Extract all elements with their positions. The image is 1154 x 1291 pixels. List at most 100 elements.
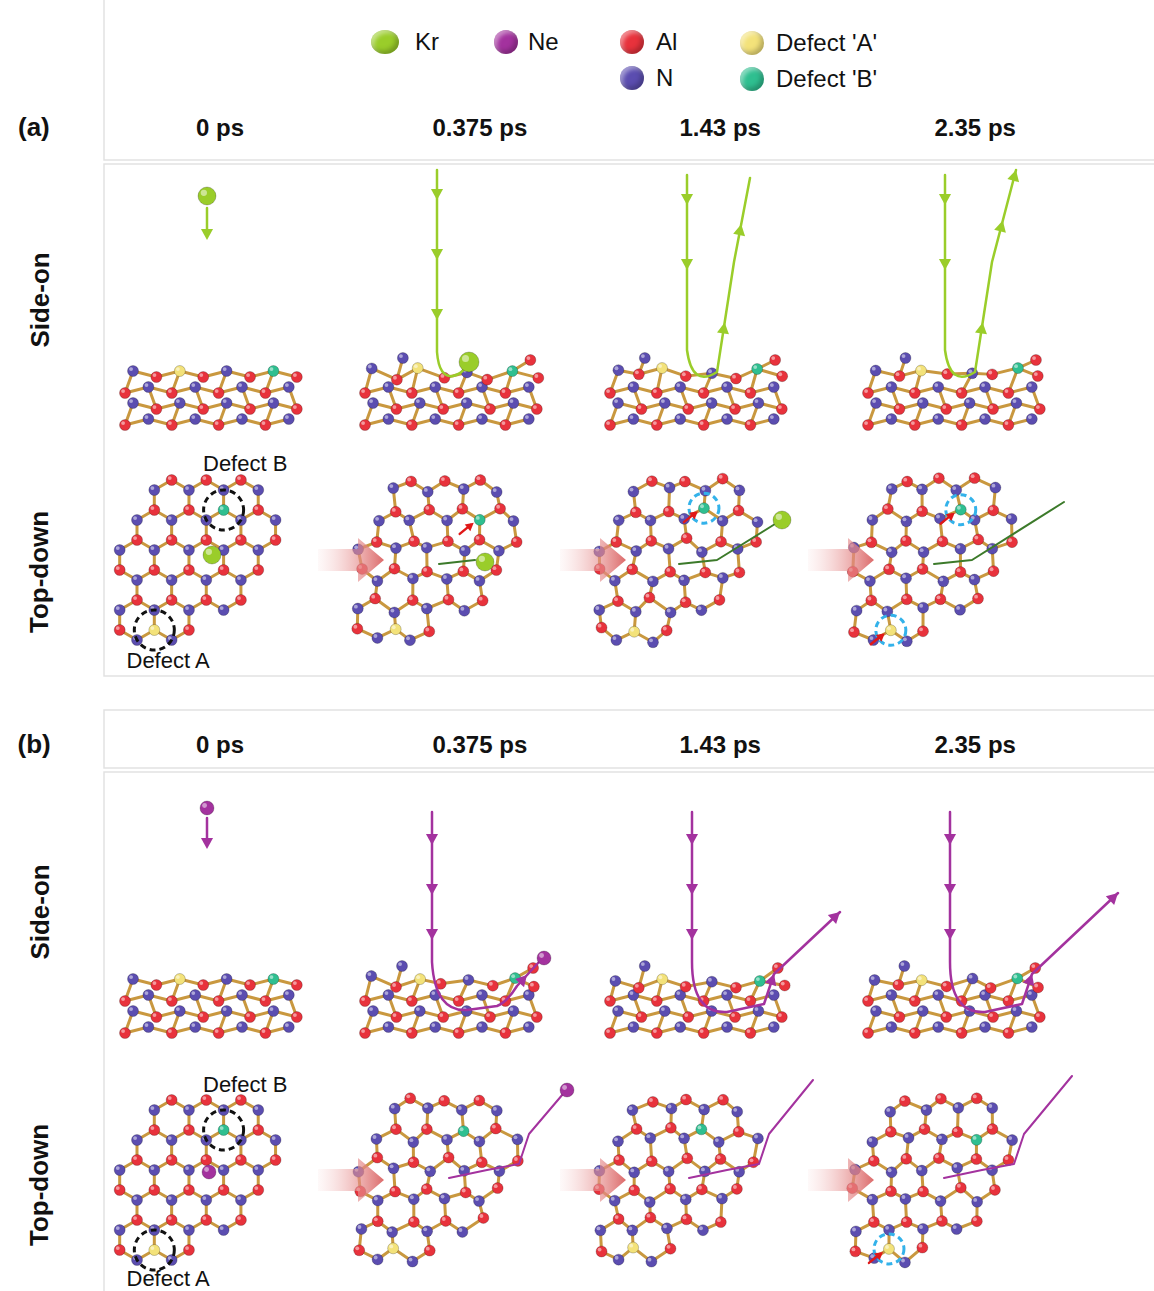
atom bbox=[495, 503, 506, 514]
arrow-head bbox=[426, 929, 438, 940]
atom-highlight bbox=[442, 1217, 446, 1221]
atom-highlight bbox=[133, 1216, 137, 1220]
atom bbox=[439, 1193, 450, 1204]
atom bbox=[114, 1245, 125, 1256]
atom bbox=[424, 1245, 435, 1256]
atom bbox=[143, 990, 154, 1001]
atom-highlight bbox=[1028, 991, 1032, 995]
atom-highlight bbox=[755, 399, 759, 403]
atom-highlight bbox=[202, 1196, 206, 1200]
trajectory bbox=[934, 502, 1064, 564]
atom bbox=[131, 1135, 142, 1146]
atom-highlight bbox=[864, 421, 868, 425]
atom bbox=[415, 974, 426, 985]
atom bbox=[477, 1022, 488, 1033]
atom bbox=[404, 515, 415, 526]
atom bbox=[183, 1225, 194, 1236]
atom bbox=[237, 1022, 248, 1033]
atom bbox=[174, 974, 185, 985]
atom-highlight bbox=[513, 538, 517, 542]
atom bbox=[390, 624, 401, 635]
atom bbox=[421, 542, 432, 553]
atom bbox=[696, 605, 707, 616]
atom bbox=[390, 1186, 401, 1197]
atom bbox=[439, 1095, 450, 1106]
atom-highlight bbox=[958, 389, 962, 393]
atom bbox=[851, 605, 862, 616]
atom-highlight bbox=[919, 1007, 923, 1011]
atom-highlight bbox=[460, 1167, 464, 1171]
atom-highlight bbox=[424, 1104, 428, 1108]
atom bbox=[356, 1223, 367, 1234]
atom-highlight bbox=[511, 974, 515, 978]
atom-highlight bbox=[129, 975, 133, 979]
atom-highlight bbox=[393, 1013, 397, 1017]
atom-highlight bbox=[398, 962, 402, 966]
atom-highlight bbox=[176, 399, 180, 403]
atom-highlight bbox=[392, 983, 396, 987]
atom-highlight bbox=[133, 576, 137, 580]
atom-highlight bbox=[682, 598, 686, 602]
atom-highlight bbox=[732, 984, 736, 988]
atom-highlight bbox=[681, 478, 685, 482]
atom bbox=[612, 1136, 623, 1147]
atom-highlight bbox=[646, 594, 650, 598]
atom-highlight bbox=[676, 991, 680, 995]
atom-highlight bbox=[735, 1128, 739, 1132]
arrow-head bbox=[686, 929, 698, 940]
atom-highlight bbox=[185, 1106, 189, 1110]
atom bbox=[149, 1245, 160, 1256]
atom-highlight bbox=[896, 372, 900, 376]
atom bbox=[675, 414, 686, 425]
atom bbox=[253, 1185, 264, 1196]
atom-highlight bbox=[358, 1225, 362, 1229]
atom-highlight bbox=[202, 1216, 206, 1220]
atom bbox=[776, 1012, 787, 1023]
atom bbox=[917, 1006, 928, 1017]
atom-highlight bbox=[942, 405, 946, 409]
atom bbox=[980, 1022, 991, 1033]
atom bbox=[985, 982, 996, 993]
atom bbox=[933, 990, 944, 1001]
atom bbox=[1026, 414, 1037, 425]
atom bbox=[183, 1105, 194, 1116]
atom bbox=[422, 486, 433, 497]
atom bbox=[941, 1012, 952, 1023]
atom bbox=[166, 515, 177, 526]
atom-highlight bbox=[215, 997, 219, 1001]
atom bbox=[457, 1226, 468, 1237]
atom-highlight bbox=[385, 991, 389, 995]
atom bbox=[368, 398, 379, 409]
atom-highlight bbox=[698, 1126, 702, 1130]
atom bbox=[605, 420, 616, 431]
atom bbox=[779, 980, 790, 991]
atom bbox=[651, 388, 662, 399]
atom-highlight bbox=[145, 383, 149, 387]
atom bbox=[166, 1215, 177, 1226]
atom-highlight bbox=[888, 991, 892, 995]
atom-highlight bbox=[354, 605, 358, 609]
atom-highlight bbox=[680, 1135, 684, 1139]
atom bbox=[149, 565, 160, 576]
atom bbox=[221, 398, 232, 409]
atom-highlight bbox=[1013, 1007, 1017, 1011]
atom bbox=[166, 1155, 177, 1166]
trajectory bbox=[692, 812, 840, 1012]
atom bbox=[675, 1022, 686, 1033]
atom bbox=[909, 996, 920, 1007]
atom bbox=[371, 1133, 382, 1144]
atom-highlight bbox=[606, 389, 610, 393]
atom bbox=[717, 473, 728, 484]
atom bbox=[627, 564, 638, 575]
atom-highlight bbox=[206, 549, 212, 555]
atom-highlight bbox=[934, 383, 938, 387]
atom bbox=[360, 1028, 371, 1039]
atom-highlight bbox=[700, 389, 704, 393]
atom-highlight bbox=[680, 515, 684, 519]
atom bbox=[283, 1022, 294, 1033]
atom bbox=[717, 572, 728, 583]
atom-highlight bbox=[168, 1216, 172, 1220]
atom-highlight bbox=[606, 421, 610, 425]
atom bbox=[916, 975, 927, 986]
atom bbox=[680, 981, 691, 992]
